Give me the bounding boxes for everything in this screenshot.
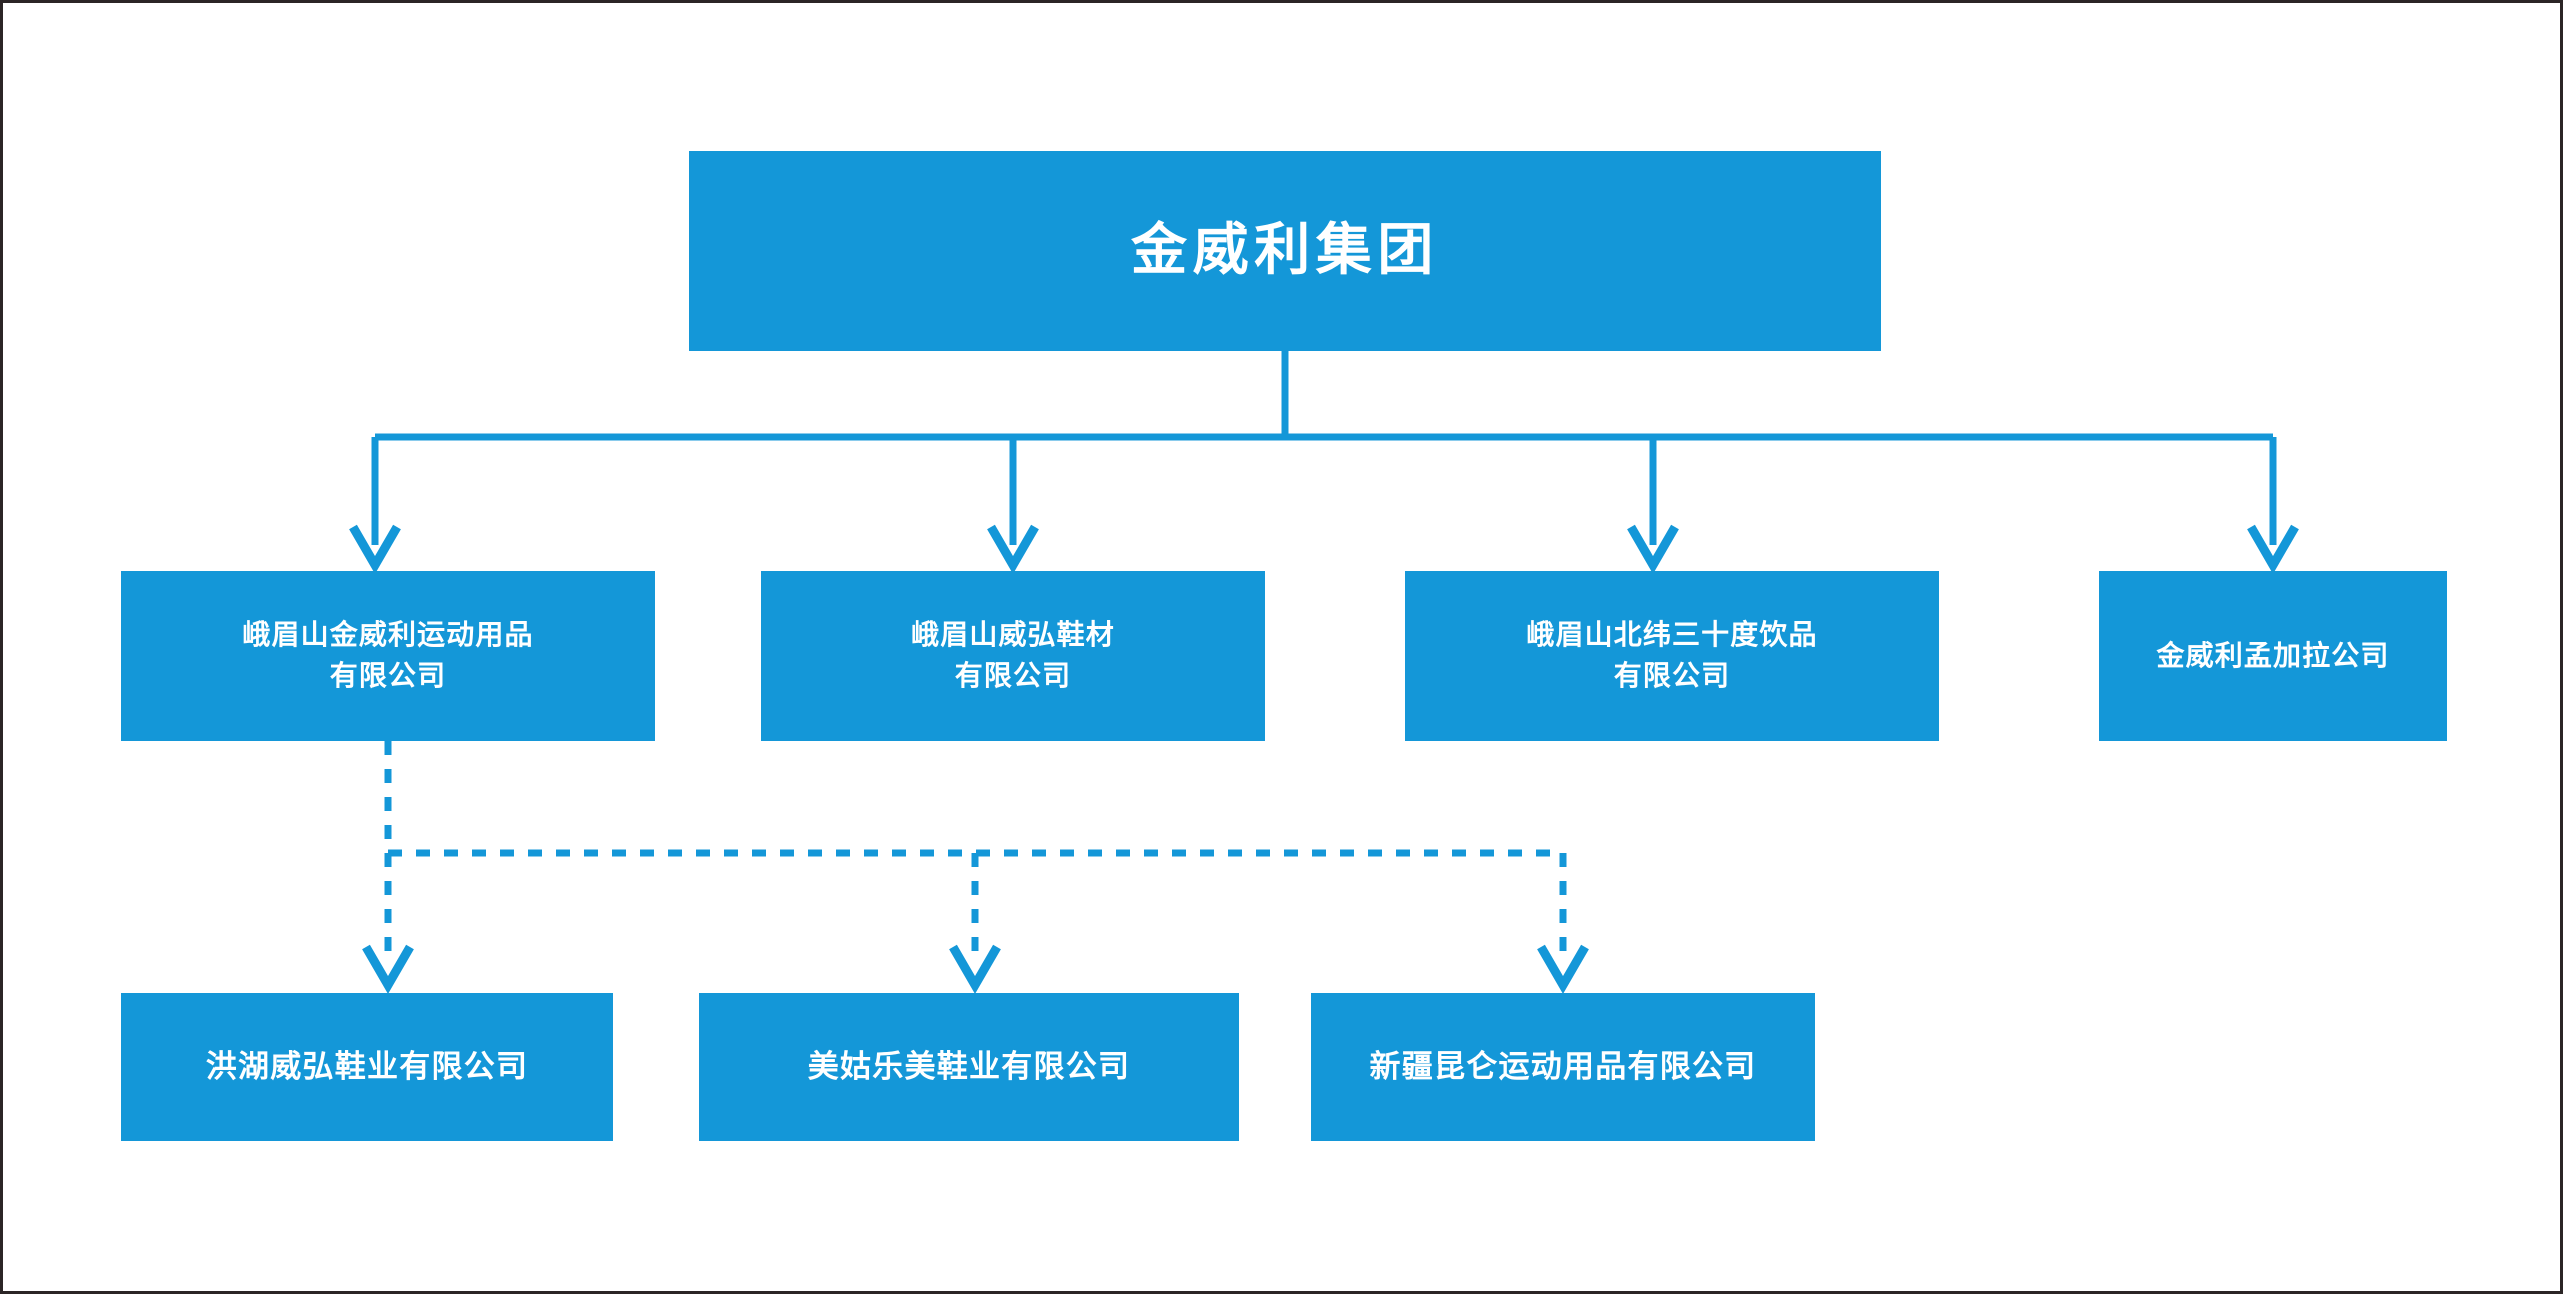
org-node-emeishan-weihong-shoe-material[interactable]: 峨眉山威弘鞋材 有限公司: [761, 571, 1265, 741]
org-node-honghu-weihong-shoes[interactable]: 洪湖威弘鞋业有限公司: [121, 993, 613, 1141]
level2-to-level3-connectors: [384, 741, 1567, 965]
org-node-emeishan-jinweili-sports[interactable]: 峨眉山金威利运动用品 有限公司: [121, 571, 655, 741]
arrow-l2-3-icon: [1627, 524, 1679, 574]
arrow-l2-2-icon: [987, 524, 1039, 574]
org-node-jinweili-bangladesh-label: 金威利孟加拉公司: [2156, 638, 2390, 672]
org-node-meigu-lemei-shoes-label: 美姑乐美鞋业有限公司: [807, 1048, 1131, 1085]
org-node-emeishan-jinweili-sports-label: 峨眉山金威利运动用品 有限公司: [242, 618, 534, 692]
org-node-xinjiang-kunlun-sports-label: 新疆昆仑运动用品有限公司: [1369, 1048, 1757, 1085]
org-node-emeishan-beiwei30-beverage[interactable]: 峨眉山北纬三十度饮品 有限公司: [1405, 571, 1939, 741]
arrow-l3-3-icon: [1537, 944, 1589, 994]
org-node-meigu-lemei-shoes[interactable]: 美姑乐美鞋业有限公司: [699, 993, 1239, 1141]
arrow-l3-1-icon: [362, 944, 414, 994]
org-node-root-label: 金威利集团: [1131, 218, 1439, 284]
root-to-level2-connectors: [371, 351, 2277, 545]
arrow-l2-4-icon: [2247, 524, 2299, 574]
org-node-root[interactable]: 金威利集团: [689, 151, 1881, 351]
root-to-level2-arrowheads: [349, 524, 2299, 574]
org-node-emeishan-beiwei30-beverage-label: 峨眉山北纬三十度饮品 有限公司: [1526, 618, 1818, 692]
level2-to-level3-arrowheads: [362, 944, 1589, 994]
org-node-honghu-weihong-shoes-label: 洪湖威弘鞋业有限公司: [205, 1048, 529, 1085]
org-node-emeishan-weihong-shoe-material-label: 峨眉山威弘鞋材 有限公司: [911, 618, 1115, 692]
arrow-l3-2-icon: [949, 944, 1001, 994]
org-node-jinweili-bangladesh[interactable]: 金威利孟加拉公司: [2099, 571, 2447, 741]
arrow-l2-1-icon: [349, 524, 401, 574]
org-node-xinjiang-kunlun-sports[interactable]: 新疆昆仑运动用品有限公司: [1311, 993, 1815, 1141]
connector-layer: [349, 351, 2299, 994]
